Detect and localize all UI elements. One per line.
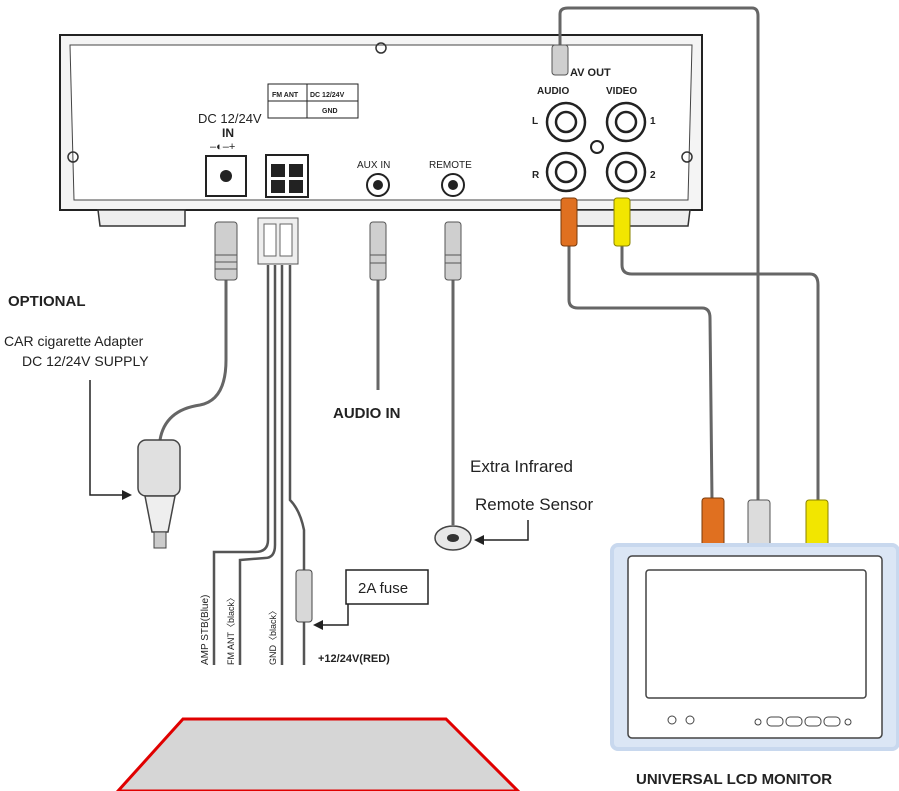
rca-jacks [545,101,647,193]
harness-wires [212,265,306,665]
ir-arrow [478,520,529,541]
audio-label: AUDIO [537,86,569,97]
monitor-gray-plug [747,499,771,551]
four-pin-connector [265,154,309,198]
dc-in-label-2: IN [222,126,234,140]
ir-label-2: Remote Sensor [475,495,593,514]
av-out-plug [551,44,569,76]
monitor-orange-plug [701,497,725,549]
connector-table [267,83,359,119]
table-gnd: GND [322,108,338,115]
remote-plug [444,221,462,281]
orange-audio-plug [560,197,578,247]
audio-in-label: AUDIO IN [333,405,401,422]
bottom-trapezoid [115,717,521,791]
port-l-label: L [532,116,538,127]
dc-jack-pin [220,170,232,182]
dc-plug [214,221,238,281]
dc-in-label: DC 12/24V [198,111,262,126]
cables [158,6,820,525]
yellow-video-plug [613,197,631,247]
polarity-symbol: –◐–+ [210,141,235,153]
fuse-arrow [318,604,349,626]
table-dc: DC 12/24V [310,92,345,99]
port-1-label: 1 [650,116,656,127]
monitor-label: UNIVERSAL LCD MONITOR [636,771,832,788]
ir-label-1: Extra Infrared [470,457,573,476]
port-2-label: 2 [650,170,656,181]
table-fm-ant: FM ANT [272,92,299,99]
fuse-label-box [345,569,429,605]
fm-ant-wire-label: FM ANT〈black〉 [226,593,236,665]
fuse-holder [295,569,313,623]
av-out-label: AV OUT [570,67,611,79]
gnd-wire-label: GND〈black〉 [268,606,278,665]
aux-plug [369,221,387,281]
monitor-yellow-plug [805,499,829,551]
car-adapter [137,439,181,549]
harness-plug [257,217,299,265]
amp-stb-label: AMP STB(Blue) [200,595,211,665]
video-label: VIDEO [606,86,637,97]
adapter-arrow [89,380,130,496]
optional-label: OPTIONAL [8,293,86,310]
fuse-label: 2A fuse [358,580,408,597]
remote-label: REMOTE [429,160,472,171]
unit-back-panel [59,34,703,227]
power-label: +12/24V(RED) [318,653,390,665]
port-r-label: R [532,170,540,181]
car-adapter-label-2: DC 12/24V SUPPLY [22,353,149,369]
car-adapter-label-1: CAR cigarette Adapter [4,333,144,349]
lcd-monitor [610,543,899,751]
aux-in-label: AUX IN [357,160,390,171]
